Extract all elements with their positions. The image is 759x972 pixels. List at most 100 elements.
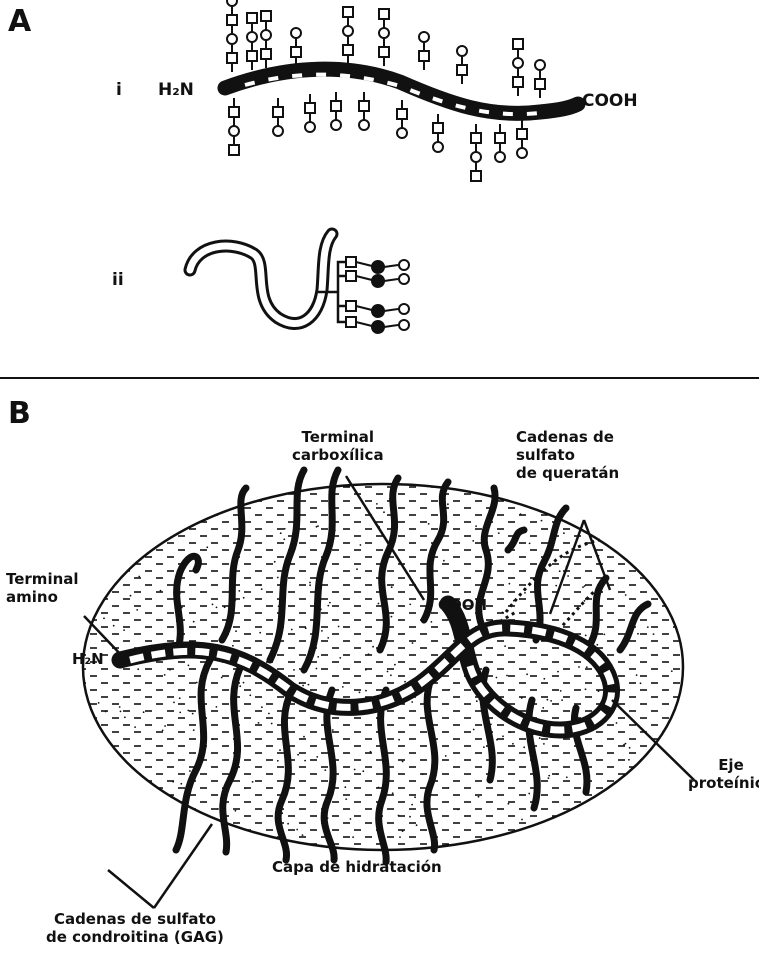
speckle-dot (103, 617, 105, 619)
speckle-dot (628, 759, 630, 761)
speckle-dot (498, 532, 500, 534)
sugar-square (535, 79, 545, 89)
speckle-dot (134, 726, 136, 728)
speckle-dot (309, 584, 311, 586)
speckle-dot (249, 694, 251, 696)
sugar-circle (359, 120, 369, 130)
sugar-square (471, 171, 481, 181)
sugar-circle (227, 34, 237, 44)
speckle-dot (472, 540, 474, 542)
speckle-dot (352, 836, 354, 838)
speckle-dot (261, 706, 263, 708)
speckle-dot (359, 692, 361, 694)
speckle-dot (243, 682, 245, 684)
speckle-dot (445, 755, 447, 757)
sugar-filled-circle (372, 305, 384, 317)
speckle-dot (284, 528, 286, 530)
speckle-dot (598, 690, 600, 692)
speckle-dot (193, 729, 195, 731)
speckle-dot (512, 743, 514, 745)
speckle-dot (327, 637, 329, 639)
speckle-dot (221, 677, 223, 679)
speckle-dot (232, 645, 234, 647)
speckle-dot (629, 747, 631, 749)
speckle-dot (244, 787, 246, 789)
speckle-dot (280, 532, 282, 534)
glycosidic-bond (356, 306, 372, 310)
speckle-dot (476, 700, 478, 702)
speckle-dot (297, 754, 299, 756)
speckle-dot (316, 756, 318, 758)
speckle-dot (308, 684, 310, 686)
sugar-square (343, 7, 353, 17)
amino-terminal-callout: Terminalamino (6, 570, 79, 606)
speckle-dot (547, 699, 549, 701)
speckle-dot (299, 682, 301, 684)
speckle-dot (368, 653, 370, 655)
sugar-square (495, 133, 505, 143)
speckle-dot (303, 736, 305, 738)
speckle-dot (193, 621, 195, 623)
speckle-dot (603, 634, 605, 636)
speckle-dot (625, 743, 627, 745)
speckle-dot (409, 816, 411, 818)
speckle-dot (259, 584, 261, 586)
sugar-square (457, 65, 467, 75)
speckle-dot (411, 804, 413, 806)
speckle-dot (584, 585, 586, 587)
speckle-dot (274, 561, 276, 563)
sugar-circle (247, 32, 257, 42)
sugar-circle (291, 28, 301, 38)
sugar-square (261, 11, 271, 21)
speckle-dot (316, 668, 318, 670)
speckle-dot (496, 677, 498, 679)
speckle-dot (283, 538, 285, 540)
sugar-circle (305, 122, 315, 132)
speckle-dot (416, 824, 418, 826)
speckle-dot (339, 657, 341, 659)
speckle-dot (584, 600, 586, 602)
speckle-dot (502, 735, 504, 737)
speckle-dot (412, 642, 414, 644)
sugar-square (291, 47, 301, 57)
speckle-dot (509, 731, 511, 733)
speckle-dot (378, 787, 380, 789)
speckle-dot (261, 588, 263, 590)
glycoprotein-row-ii (190, 234, 409, 333)
speckle-dot (324, 769, 326, 771)
speckle-dot (653, 633, 655, 635)
speckle-dot (287, 823, 289, 825)
speckle-dot (647, 626, 649, 628)
sugar-square (247, 51, 257, 61)
speckle-dot (206, 546, 208, 548)
speckle-dot (196, 682, 198, 684)
speckle-dot (317, 656, 319, 658)
sugar-circle (399, 260, 409, 270)
speckle-dot (475, 525, 477, 527)
speckle-dot (138, 576, 140, 578)
speckle-dot (293, 669, 295, 671)
speckle-dot (567, 575, 569, 577)
sugar-square (419, 51, 429, 61)
sugar-square (331, 101, 341, 111)
speckle-dot (640, 682, 642, 684)
speckle-dot (508, 803, 510, 805)
speckle-dot (180, 783, 182, 785)
sugar-square (379, 9, 389, 19)
speckle-dot (302, 834, 304, 836)
speckle-dot (164, 674, 166, 676)
speckle-dot (332, 729, 334, 731)
speckle-dot (296, 829, 298, 831)
protein-core-callout: Ejeproteínico (688, 756, 759, 792)
speckle-dot (623, 744, 625, 746)
speckle-dot (585, 635, 587, 637)
speckle-dot (637, 633, 639, 635)
speckle-dot (164, 725, 166, 727)
speckle-dot (365, 669, 367, 671)
glycosidic-bond (384, 325, 398, 327)
speckle-dot (542, 707, 544, 709)
speckle-dot (428, 523, 430, 525)
speckle-dot (541, 520, 543, 522)
